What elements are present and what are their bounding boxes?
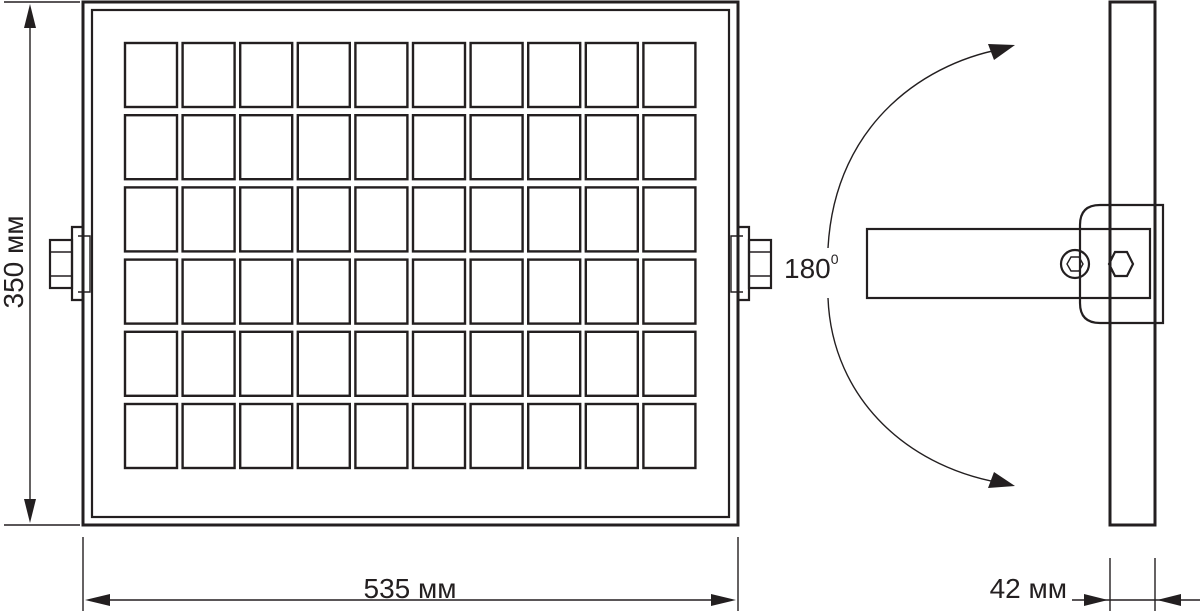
led-cell [238, 330, 294, 397]
height-label: 350 мм [0, 216, 29, 309]
rotation-arrow-lower [988, 472, 1015, 488]
led-cell [181, 186, 236, 253]
led-cell [584, 41, 639, 109]
led-cell [642, 113, 697, 181]
led-cell [354, 258, 409, 325]
led-cell [527, 186, 582, 253]
housing-inner-frame [90, 8, 731, 519]
led-cell [238, 186, 294, 253]
led-cell [181, 113, 236, 181]
rotation-angle-label: 1800 [784, 251, 839, 284]
led-cell [123, 258, 179, 325]
led-cell [469, 330, 524, 397]
led-cell [354, 186, 409, 253]
led-cell [584, 330, 639, 397]
led-cell [469, 258, 524, 325]
led-cell [181, 258, 236, 325]
led-cell [181, 330, 236, 397]
height-arrow-top [24, 4, 36, 28]
depth-arrow-right [1157, 594, 1181, 606]
led-cell [296, 41, 351, 109]
led-cell [123, 186, 179, 253]
led-cell [642, 258, 697, 325]
led-cell [238, 258, 294, 325]
width-arrow-right [711, 594, 736, 606]
led-cell [411, 113, 467, 181]
led-cell [469, 41, 524, 109]
led-cell [469, 186, 524, 253]
depth-arrow-left [1084, 594, 1108, 606]
led-cell [642, 330, 697, 397]
led-cell [584, 113, 639, 181]
hinge-block [1078, 203, 1165, 325]
led-cell [411, 330, 467, 397]
rotation-arc-lower [827, 297, 1009, 485]
housing-outer-frame [81, 0, 740, 527]
led-cell [411, 41, 467, 109]
led-cell [469, 113, 524, 181]
height-arrow-bottom [24, 499, 36, 523]
led-cell [527, 402, 582, 470]
led-cell [181, 41, 236, 109]
led-cell [584, 402, 639, 470]
led-cell [411, 186, 467, 253]
hex-socket-bolt [1059, 248, 1091, 280]
rotation-arrow-upper [988, 44, 1015, 60]
rotation-angle-unit: 0 [831, 251, 839, 267]
led-cell [296, 186, 351, 253]
led-cell [527, 41, 582, 109]
rotation-angle-value: 180 [784, 253, 831, 284]
left-mount-bracket [48, 225, 91, 302]
led-cell [642, 41, 697, 109]
depth-dimension: 42 мм [990, 558, 1200, 611]
led-cell [411, 258, 467, 325]
led-cell [584, 186, 639, 253]
mounting-arm [865, 227, 1152, 300]
led-cell [296, 330, 351, 397]
rotation-arc-upper [827, 47, 1009, 249]
led-cell [584, 258, 639, 325]
side-view: 1800 [784, 0, 1165, 527]
led-cell [354, 113, 409, 181]
led-cell [238, 402, 294, 470]
led-cell [296, 113, 351, 181]
front-view [48, 0, 773, 527]
led-cell [642, 402, 697, 470]
led-cell [354, 402, 409, 470]
led-cell [238, 41, 294, 109]
width-dimension: 535 мм [82, 537, 739, 611]
led-cell [527, 113, 582, 181]
led-cell [469, 402, 524, 470]
led-cell [123, 113, 179, 181]
height-dimension: 350 мм [0, 1, 80, 526]
led-cell [123, 402, 179, 470]
hex-nut [1107, 250, 1135, 278]
led-cell [642, 186, 697, 253]
led-cell [411, 402, 467, 470]
led-cell [527, 330, 582, 397]
led-cell [354, 330, 409, 397]
led-cell [238, 113, 294, 181]
led-cell [123, 41, 179, 109]
width-label: 535 мм [364, 573, 457, 604]
led-cell [296, 258, 351, 325]
led-cell [296, 402, 351, 470]
led-cell [181, 402, 236, 470]
width-arrow-left [85, 594, 110, 606]
depth-label: 42 мм [990, 573, 1067, 604]
led-cell [123, 330, 179, 397]
led-grid [123, 41, 697, 470]
right-mount-bracket [730, 225, 773, 302]
led-cell [527, 258, 582, 325]
led-cell [354, 41, 409, 109]
